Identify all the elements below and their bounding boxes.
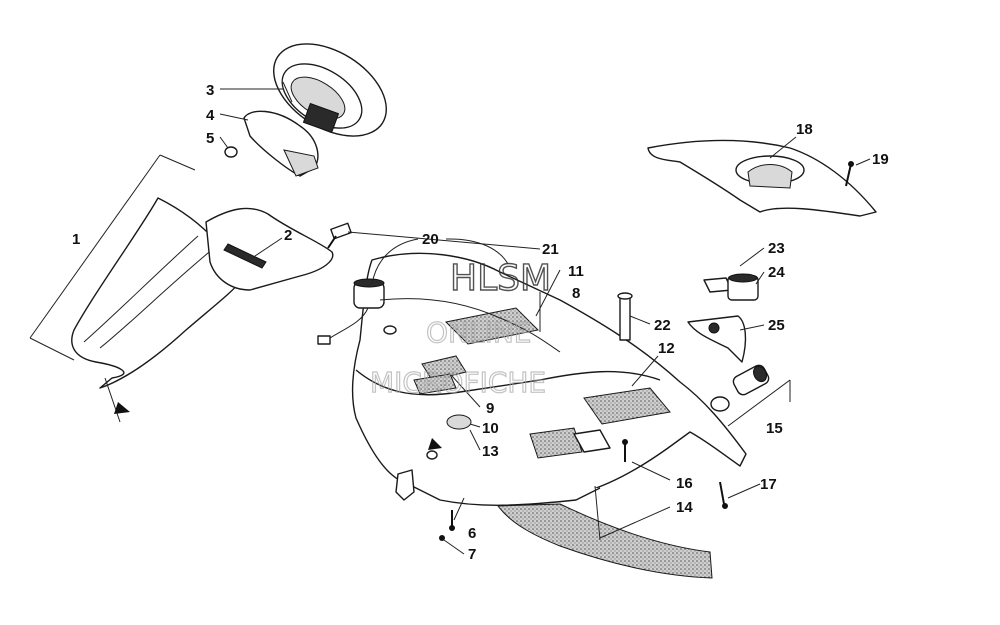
watermark-line-2: ONLINE	[426, 316, 531, 349]
gauge-housing	[272, 43, 388, 137]
callout-19: 19	[872, 151, 889, 168]
upper-cover	[647, 139, 877, 217]
callout-12: 12	[658, 340, 675, 357]
watermark-line-3: MICROFICHE	[370, 366, 546, 399]
callout-13: 13	[482, 443, 499, 460]
leader-lines	[219, 88, 871, 555]
callout-9: 9	[486, 400, 494, 417]
console-panel	[351, 252, 747, 506]
wiring-harness	[317, 278, 561, 353]
callout-8: 8	[572, 285, 580, 302]
callout-22: 22	[654, 317, 671, 334]
callout-24: 24	[768, 264, 785, 281]
hood-trim	[205, 207, 334, 291]
callout-1: 1	[72, 231, 80, 248]
callout-4: 4	[206, 107, 215, 124]
callout-14: 14	[676, 499, 693, 516]
callout-11: 11	[568, 263, 584, 280]
callout-23: 23	[768, 240, 785, 257]
callout-25: 25	[768, 317, 785, 334]
key-part	[327, 222, 352, 249]
callout-21: 21	[542, 241, 559, 258]
callout-10: 10	[482, 420, 499, 437]
socket-assembly	[687, 273, 759, 363]
callout-16: 16	[676, 475, 693, 492]
callout-3: 3	[206, 82, 214, 99]
callout-7: 7	[468, 546, 476, 563]
screw-19	[845, 161, 854, 187]
bolt-22	[617, 292, 633, 341]
callout-20: 20	[422, 231, 439, 248]
callout-6: 6	[468, 525, 476, 542]
windshield	[29, 154, 241, 423]
callout-18: 18	[796, 121, 813, 138]
watermark: HLSM ONLINE MICROFICHE	[369, 257, 551, 399]
gauge-bezel	[243, 110, 319, 177]
direction-arrow-icon	[428, 438, 442, 450]
watermark-line-1: HLSM	[450, 258, 551, 299]
callout-labels: 1 2 3 4 5 6 7 8 9 10 11 12 13 14 15 16 1…	[72, 82, 889, 563]
callout-5: 5	[206, 130, 214, 147]
callout-17: 17	[760, 476, 777, 493]
callout-15: 15	[766, 420, 783, 437]
callout-2: 2	[284, 227, 292, 244]
grommet	[224, 146, 238, 158]
power-plug	[710, 364, 770, 412]
screws	[439, 439, 728, 541]
